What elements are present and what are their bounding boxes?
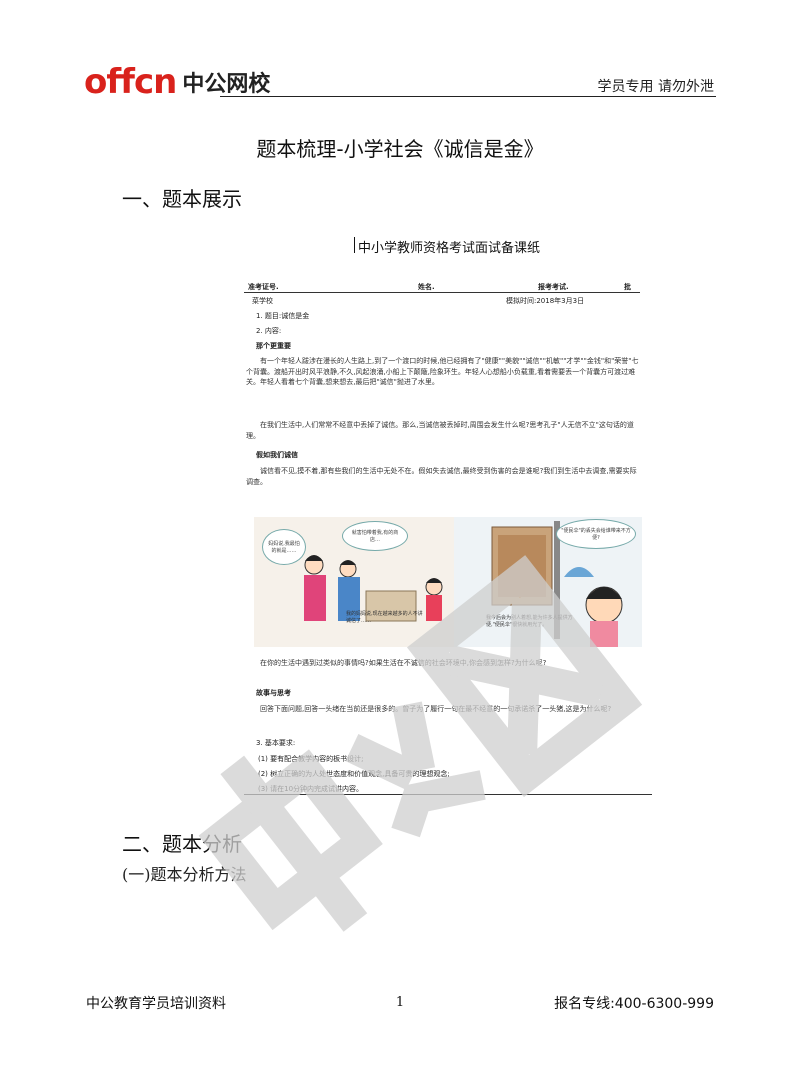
item-topic: 1. 题目:诚信是金: [256, 312, 310, 320]
subsection-heading-1: (一)题本分析方法: [122, 865, 247, 884]
subheading-think: 故事与思考: [256, 689, 291, 697]
watermark-logo: [198, 555, 643, 932]
field-name: 姓名.: [418, 283, 435, 291]
logo-wordmark: offcn: [84, 62, 177, 102]
speech-bubble-1: 妈妈说,我最怕的就是……: [262, 529, 306, 565]
paragraph-question: 在我们生活中,人们常常不经意中丢掉了诚信。那么,当诚信被丢掉时,周围会发生什么呢…: [246, 421, 634, 440]
speech-bubble-3: "便民伞"的丢失会给谁带来不方便?: [556, 519, 636, 549]
paragraph-think: 回答下面问题,回答一头绪在当前还是很多的。曾子为了履行一句在最不经意的一句承诺杀…: [260, 705, 612, 713]
field-batch: 批: [624, 283, 631, 291]
field-ticket-number: 准考证号.: [248, 283, 279, 291]
offcn-logo: offcn 中公网校: [84, 60, 270, 100]
item-content: 2. 内容:: [256, 327, 282, 335]
speech-bubble-2: 就害怕带着我,有的商店…: [342, 521, 408, 551]
item-requirements: 3. 基本要求:: [256, 739, 296, 747]
paragraph-story: 有一个年轻人跋涉在漫长的人生路上,到了一个渡口的时候,他已经拥有了"健康""美貌…: [246, 357, 639, 386]
footer-source: 中公教育学员培训资料: [86, 996, 226, 1012]
logo-chinese-name: 中公网校: [182, 72, 271, 97]
field-school: 菜学校: [252, 297, 273, 305]
illustration-caption-1: 我的妈妈说,现在越来越多的人不讲诚信了……: [346, 611, 423, 624]
subheading-wrong: 假如我们诚信: [256, 451, 298, 459]
paragraph-wrong: 诚信看不见,摸不着,那有些我们的生活中无处不在。假如失去诚信,最终受到伤害的会是…: [246, 467, 637, 486]
page-number: 1: [395, 995, 405, 1010]
exam-paper-title: 中小学教师资格考试面试备课纸: [353, 237, 540, 256]
footer-hotline: 报名专线:400-6300-999: [554, 996, 714, 1012]
subheading-story: 那个更重要: [256, 342, 291, 350]
header-divider: [220, 96, 716, 97]
requirement-2: (2) 树立正确的为人处世态度和价值观念,具备可贵的理想观念;: [258, 770, 450, 778]
section-heading-1: 一、题本展示: [122, 187, 242, 211]
page-title: 题本梳理-小学社会《诚信是金》: [256, 137, 544, 161]
field-exam: 报考考试.: [538, 283, 569, 291]
field-date: 模拟时间:2018年3月3日: [506, 297, 585, 305]
exam-paper-rule: [244, 292, 640, 293]
paragraph-life: 在你的生活中遇到过类似的事情吗?如果生活在不诚信的社会环境中,你会感到怎样?为什…: [260, 659, 547, 667]
header-notice: 学员专用 请勿外泄: [597, 79, 714, 95]
